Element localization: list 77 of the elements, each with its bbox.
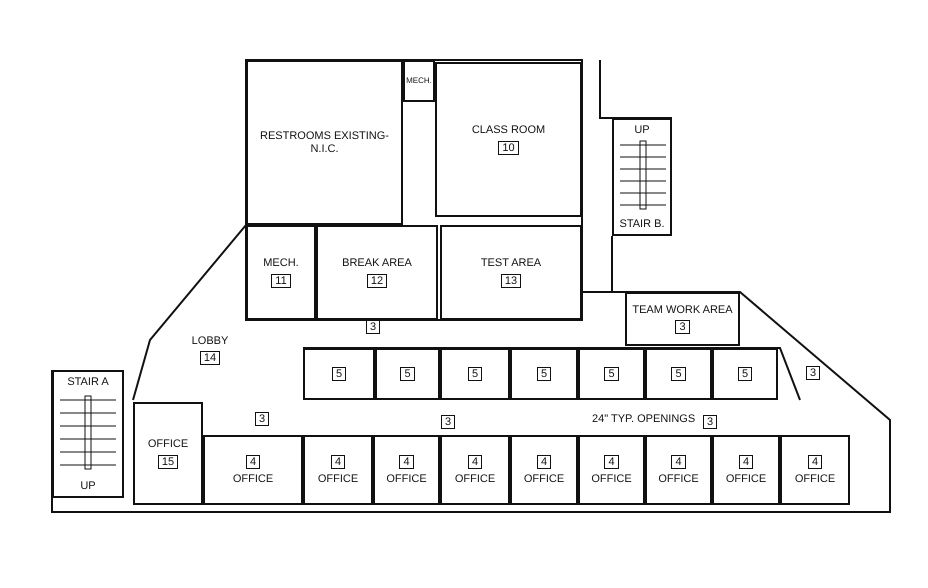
room-number: 11 [271, 274, 291, 288]
room-number: 4 [604, 454, 619, 469]
room-number: 3 [366, 320, 380, 334]
room-number: 4 [399, 454, 414, 469]
room-number: 4 [246, 454, 260, 469]
room-name: OFFICE [726, 472, 766, 486]
room-number: 4 [738, 454, 754, 469]
room-name: UP [80, 480, 96, 492]
room [440, 348, 510, 400]
room-number: 3 [441, 415, 456, 429]
room-number: 5 [400, 367, 415, 381]
note-text: 24" TYP. OPENINGS [592, 413, 696, 425]
room-name: OFFICE [524, 472, 564, 486]
room-name: BREAK AREA [342, 257, 412, 270]
room-name: MECH. [406, 76, 432, 86]
room-number: 5 [604, 367, 619, 381]
room-name: OFFICE [658, 472, 699, 486]
room-name: OFFICE [454, 472, 496, 486]
room-number: 5 [536, 367, 552, 381]
room [435, 62, 582, 217]
room-name: STAIR B. [619, 218, 665, 230]
room-name: OFFICE [386, 472, 427, 486]
room-name: TEST AREA [480, 257, 542, 270]
room-number: 15 [158, 454, 178, 469]
room-name: OFFICE [232, 472, 274, 486]
room-name: UP [634, 124, 650, 136]
room [578, 435, 645, 505]
room-name: LOBBY [192, 334, 228, 348]
room [510, 435, 578, 505]
room [316, 225, 438, 320]
room [625, 292, 740, 346]
room [373, 435, 440, 505]
room-number: 5 [738, 367, 752, 381]
room [375, 348, 440, 400]
room [440, 225, 582, 320]
room-number: 4 [808, 454, 822, 469]
room-name: OFFICE [148, 438, 188, 451]
room-number: 10 [498, 140, 519, 155]
room-number: 4 [468, 454, 482, 469]
room-number: 14 [200, 351, 220, 366]
room-number: 3 [255, 412, 270, 426]
room-name: RESTROOMS EXISTING-N.I.C. [259, 130, 390, 155]
room-number: 3 [675, 320, 690, 334]
room [510, 348, 578, 400]
room [712, 435, 780, 505]
room-number: 3 [703, 415, 718, 429]
room-name: OFFICE [318, 472, 358, 486]
room-number: 3 [806, 366, 820, 380]
room-number: 13 [500, 274, 522, 288]
room-name: CLASS ROOM [472, 124, 546, 137]
room [712, 348, 778, 400]
room-number: 4 [536, 454, 552, 469]
room [52, 370, 124, 498]
room-name: TEAM WORK AREA [632, 304, 733, 316]
room [440, 435, 510, 505]
room-name: STAIR A [67, 376, 109, 388]
room-number: 12 [366, 274, 388, 288]
room-number: 5 [468, 367, 482, 381]
room [246, 225, 316, 320]
room [203, 435, 303, 505]
room [645, 348, 712, 400]
room [303, 435, 373, 505]
room [246, 60, 403, 225]
room-name: OFFICE [794, 472, 836, 486]
room-number: 4 [671, 454, 686, 469]
room [403, 60, 435, 102]
room [578, 348, 645, 400]
room-name: OFFICE [591, 472, 632, 486]
room [133, 402, 203, 505]
room-name: MECH. [263, 257, 299, 270]
room [303, 348, 375, 400]
room-number: 4 [330, 454, 346, 469]
room-number: 5 [671, 367, 686, 381]
room [645, 435, 712, 505]
room [612, 118, 672, 236]
room-number: 5 [332, 367, 346, 381]
room [780, 435, 850, 505]
